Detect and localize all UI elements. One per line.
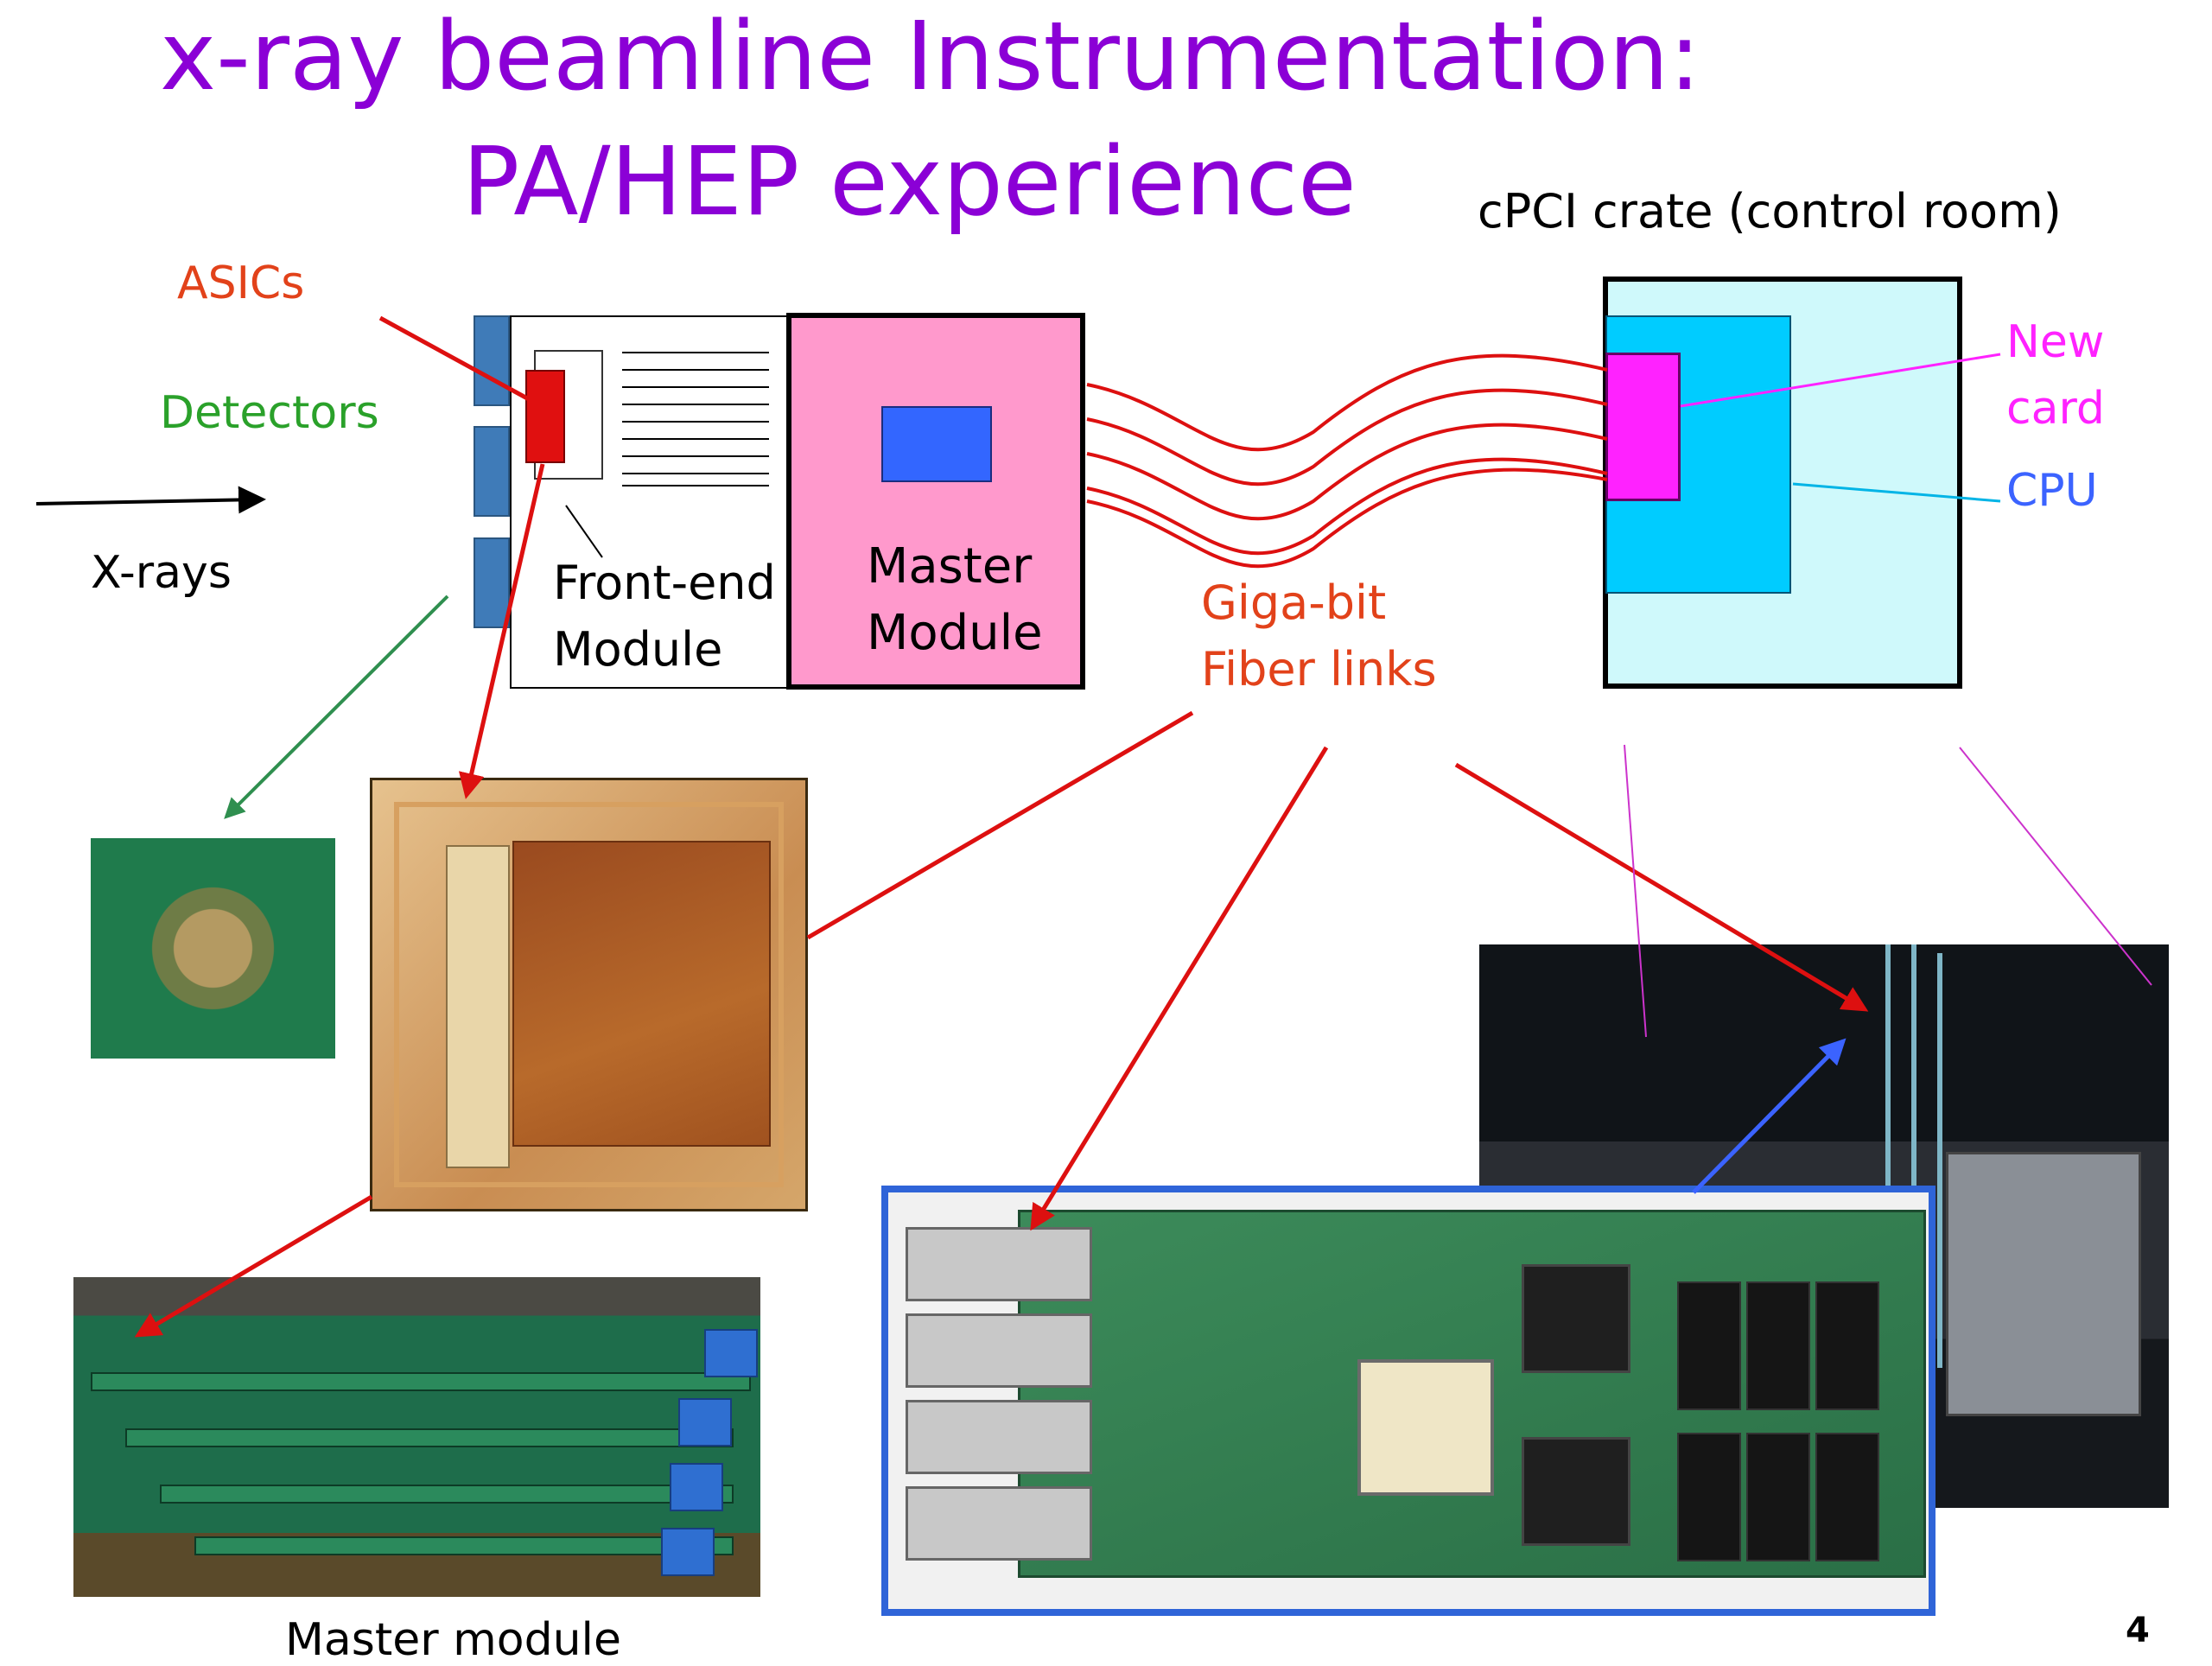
crate-photo-cable xyxy=(1885,944,1891,1307)
asic-pointer xyxy=(378,315,531,402)
new-card-pcb xyxy=(1018,1210,1926,1578)
page-number: 4 xyxy=(2126,1611,2150,1650)
sfp-cage xyxy=(906,1227,1092,1301)
master-module-chip xyxy=(881,406,992,482)
crate-photo-line-right xyxy=(1959,747,2152,986)
master-card xyxy=(125,1428,734,1447)
memory-chip xyxy=(1677,1281,1741,1410)
crate-photo-panel xyxy=(1946,1152,2141,1416)
master-photo-arrow xyxy=(134,1194,373,1338)
master-card xyxy=(160,1485,734,1504)
card-to-crate-arrow xyxy=(1692,1038,1847,1194)
asic-photo xyxy=(370,778,808,1211)
new-card-photo xyxy=(881,1186,1936,1616)
master-card-tab xyxy=(678,1398,732,1447)
front-end-module-lines xyxy=(622,352,769,486)
crate-photo-cable xyxy=(1937,953,1942,1368)
detector-photo xyxy=(91,838,335,1059)
master-module-label-line2: Module xyxy=(867,605,1043,661)
new-card-label-line2: card xyxy=(2006,383,2105,435)
new-card-slot xyxy=(1605,353,1681,501)
memory-chip xyxy=(1677,1433,1741,1561)
detector-photo-arrow xyxy=(224,595,449,819)
master-card xyxy=(91,1372,751,1391)
master-card xyxy=(194,1536,734,1555)
detector-bar xyxy=(474,537,510,628)
cpu-pointer xyxy=(1792,482,2001,503)
sfp-cage xyxy=(906,1400,1092,1474)
crate-title: cPCI crate (control room) xyxy=(1478,184,2062,238)
master-card-tab xyxy=(670,1463,723,1511)
slide-title-line2: PA/HEP experience xyxy=(462,126,1357,237)
fiber-to-asic-line xyxy=(806,710,1194,940)
dsp-chip xyxy=(1522,1437,1630,1546)
fiber-label-line1: Giga-bit xyxy=(1201,575,1387,630)
asic-chip xyxy=(525,370,565,463)
fpga-chip xyxy=(1357,1359,1494,1496)
crate-photo-line-left xyxy=(1624,744,1647,1038)
crate-photo-cable xyxy=(1911,944,1916,1342)
memory-chip xyxy=(1815,1433,1879,1561)
memory-chip xyxy=(1746,1433,1810,1561)
master-module-photo xyxy=(73,1277,760,1597)
asic-photo-arrow xyxy=(458,463,545,799)
detectors-label: Detectors xyxy=(160,387,379,439)
front-end-pointer xyxy=(565,505,603,558)
dsp-chip xyxy=(1522,1264,1630,1373)
asic-photo-core xyxy=(512,841,771,1147)
front-end-label-line1: Front-end xyxy=(553,556,776,610)
xrays-label: X-rays xyxy=(91,547,232,599)
master-module-label-line1: Master xyxy=(867,538,1033,595)
detector-bar xyxy=(474,315,510,406)
fiber-to-crate-arrow xyxy=(1454,762,1869,1012)
asics-label: ASICs xyxy=(177,258,305,309)
xray-arrow xyxy=(35,486,266,514)
master-card-tab xyxy=(661,1528,715,1576)
new-card-pointer xyxy=(1680,353,2001,408)
sfp-cage xyxy=(906,1486,1092,1561)
memory-chip xyxy=(1815,1281,1879,1410)
memory-chip xyxy=(1746,1281,1810,1410)
asic-photo-frame xyxy=(394,802,784,1187)
asic-photo-strip xyxy=(446,845,510,1168)
front-end-label-line2: Module xyxy=(553,622,723,677)
sfp-cage xyxy=(906,1313,1092,1388)
cpu-label: CPU xyxy=(2006,465,2098,517)
fiber-links xyxy=(1086,353,1608,569)
fiber-label-line2: Fiber links xyxy=(1201,642,1437,696)
fiber-to-card-arrow xyxy=(1030,746,1329,1231)
slide-title-line1: x-ray beamline Instrumentation: xyxy=(160,1,1701,111)
master-card-tab xyxy=(704,1329,758,1377)
new-card-label-line1: New xyxy=(2006,316,2105,368)
detector-bar xyxy=(474,426,510,517)
master-module-box xyxy=(786,313,1085,690)
master-module-caption: Master module xyxy=(285,1614,621,1666)
